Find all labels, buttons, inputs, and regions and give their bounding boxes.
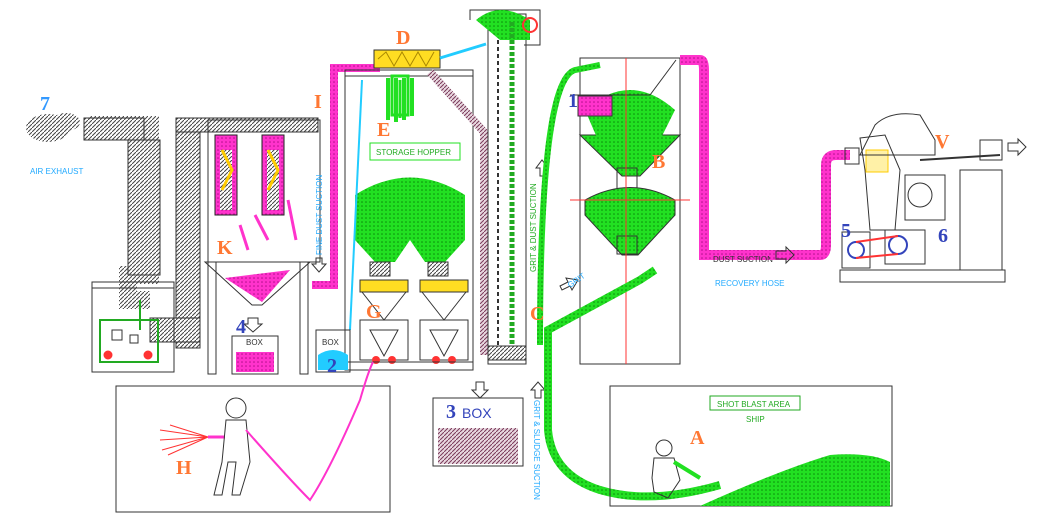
marker-g: G bbox=[366, 301, 382, 323]
dust-suction-label: DUST SUCTION bbox=[713, 255, 773, 264]
grit-sludge-suction-label: GRIT & SLUDGE SUCTION bbox=[532, 400, 541, 500]
marker-5: 5 bbox=[841, 220, 851, 242]
marker-1: 1 bbox=[568, 90, 578, 112]
marker-h: H bbox=[176, 457, 192, 479]
exhaust-fan-frame bbox=[91, 281, 175, 373]
return-chute bbox=[427, 69, 488, 355]
flow-arrows bbox=[310, 137, 1027, 399]
storage-hopper-label: STORAGE HOPPER bbox=[376, 148, 451, 157]
fine-dust-suction-label: FINE DUST SUCTION bbox=[315, 174, 324, 255]
box-3-label: BOX bbox=[462, 405, 492, 421]
air-exhaust-label: AIR EXHAUST bbox=[30, 167, 83, 176]
recovery-hose-label: RECOVERY HOSE bbox=[715, 279, 785, 288]
marker-2: 2 bbox=[327, 355, 337, 377]
box-k-label: BOX bbox=[246, 338, 264, 347]
grit-feed-hose bbox=[537, 62, 601, 346]
exhaust-cloud bbox=[26, 113, 80, 142]
recovery-hose-c bbox=[544, 266, 722, 501]
shot-blast-area-label: SHOT BLAST AREA bbox=[717, 400, 791, 409]
marker-4: 4 bbox=[236, 316, 246, 338]
dust-collector-k bbox=[203, 119, 321, 375]
marker-7: 7 bbox=[40, 93, 50, 115]
screw-conveyor-d bbox=[373, 42, 487, 69]
blast-pots-g bbox=[344, 279, 474, 371]
marker-a: A bbox=[690, 427, 705, 449]
ship-label: SHIP bbox=[746, 415, 765, 424]
box-2 bbox=[315, 329, 351, 373]
separator-b bbox=[570, 55, 770, 365]
marker-3: 3 bbox=[446, 401, 456, 423]
shot-blast-area-a bbox=[609, 385, 893, 507]
marker-k: K bbox=[217, 237, 233, 259]
grit-label: GRIT bbox=[566, 271, 587, 289]
marker-6: 6 bbox=[938, 225, 948, 247]
box-3 bbox=[432, 397, 524, 467]
marker-e: E bbox=[377, 119, 390, 141]
marker-d: D bbox=[396, 27, 410, 49]
marker-v: V bbox=[935, 131, 950, 153]
bucket-elevator bbox=[469, 9, 541, 365]
fine-dust-pipe bbox=[312, 64, 380, 289]
marker-b: B bbox=[652, 151, 665, 173]
blaster-area-h bbox=[115, 361, 391, 513]
marker-c: C bbox=[530, 303, 544, 325]
storage-hopper-e bbox=[344, 69, 474, 371]
box-2-label: BOX bbox=[322, 338, 340, 347]
marker-i: I bbox=[314, 91, 322, 113]
vacuum-unit-v bbox=[770, 113, 1006, 283]
grit-dust-suction-label: GRIT & DUST SUCTION bbox=[529, 183, 538, 272]
